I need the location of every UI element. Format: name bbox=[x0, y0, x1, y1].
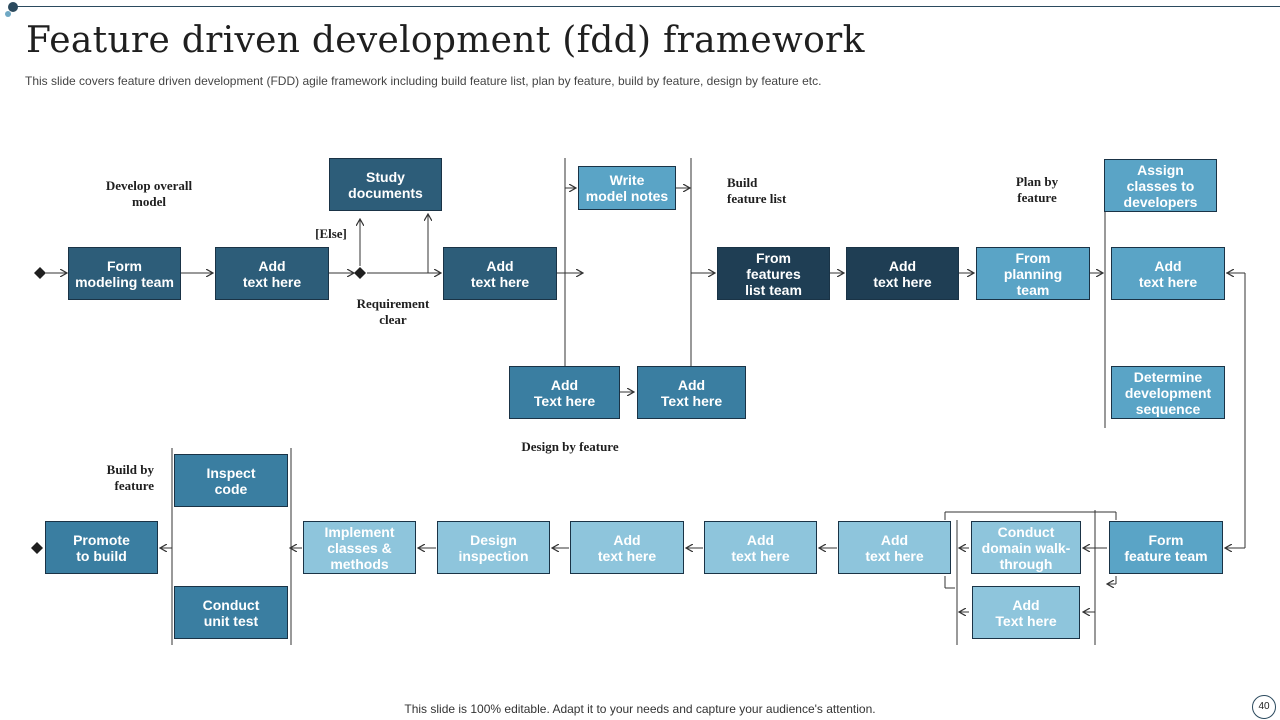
label-build-feature-list: Build feature list bbox=[727, 175, 787, 206]
add-text-box-4: Add text here bbox=[1111, 247, 1225, 300]
assign-classes-box: Assign classes to developers bbox=[1104, 159, 1217, 212]
form-modeling-team-box: Form modeling team bbox=[68, 247, 181, 300]
conduct-unit-test-box: Conduct unit test bbox=[174, 586, 288, 639]
corner-dot-large bbox=[8, 2, 18, 12]
label-build-by-feature: Build by feature bbox=[106, 462, 154, 493]
study-documents-box: Study documents bbox=[329, 158, 442, 211]
page-subtitle: This slide covers feature driven develop… bbox=[25, 74, 822, 88]
add-text-box-7: Add text here bbox=[570, 521, 684, 574]
form-feature-team-box: Form feature team bbox=[1109, 521, 1223, 574]
determine-sequence-box: Determine development sequence bbox=[1111, 366, 1225, 419]
label-else: [Else] bbox=[315, 226, 347, 241]
top-rule bbox=[14, 6, 1280, 7]
label-requirement-clear: Requirement clear bbox=[356, 296, 430, 327]
add-text-box-5: Add text here bbox=[838, 521, 951, 574]
add-text-box-3: Add text here bbox=[846, 247, 959, 300]
from-planning-team-box: From planning team bbox=[976, 247, 1090, 300]
add-text-box-1: Add text here bbox=[215, 247, 329, 300]
label-design-by-feature: Design by feature bbox=[521, 439, 619, 454]
write-model-notes-box: Write model notes bbox=[578, 166, 676, 210]
add-text-lower-box-2: Add Text here bbox=[637, 366, 746, 419]
inspect-code-box: Inspect code bbox=[174, 454, 288, 507]
corner-dot-small bbox=[5, 11, 11, 17]
design-inspection-box: Design inspection bbox=[437, 521, 550, 574]
add-text-box-6: Add text here bbox=[704, 521, 817, 574]
label-develop-overall-model: Develop overall model bbox=[105, 178, 193, 209]
add-text-box-2: Add text here bbox=[443, 247, 557, 300]
page-title: Feature driven development (fdd) framewo… bbox=[26, 20, 865, 61]
from-features-list-team-box: From features list team bbox=[717, 247, 830, 300]
page-number: 40 bbox=[1252, 695, 1276, 719]
implement-classes-box: Implement classes & methods bbox=[303, 521, 416, 574]
footer-note: This slide is 100% editable. Adapt it to… bbox=[404, 702, 876, 716]
add-text-lower-box-3: Add Text here bbox=[972, 586, 1080, 639]
promote-to-build-box: Promote to build bbox=[45, 521, 158, 574]
add-text-lower-box-1: Add Text here bbox=[509, 366, 620, 419]
label-plan-by-feature: Plan by feature bbox=[1015, 174, 1059, 205]
conduct-domain-walkthrough-box: Conduct domain walk- through bbox=[971, 521, 1081, 574]
